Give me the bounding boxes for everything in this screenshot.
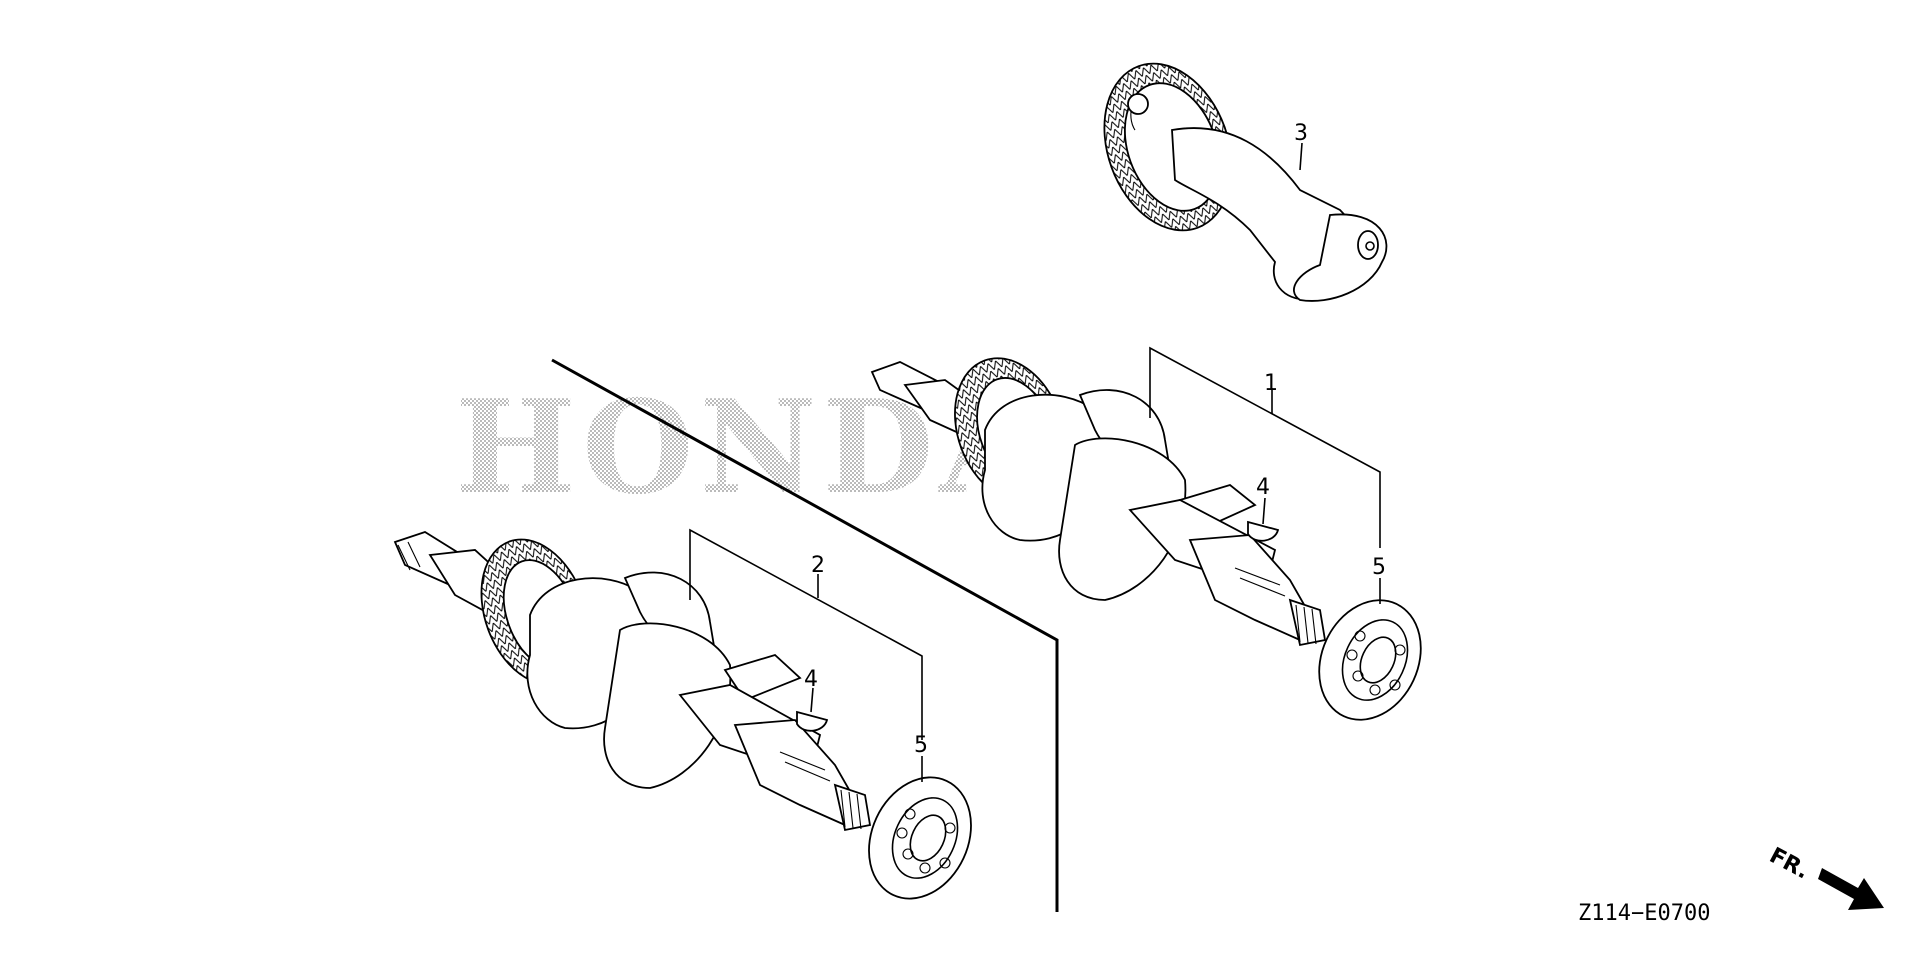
callout-4-upper-leader [1262,497,1266,525]
variant-divider [551,358,1059,912]
callout-3-leader [1299,142,1303,171]
ball-bearing-upper [1318,599,1422,721]
front-label: FR. [1765,843,1813,884]
callout-2-bracket [689,528,923,740]
callout-4-lower[interactable]: 4 [804,667,818,692]
callout-3[interactable]: 3 [1294,121,1308,146]
callout-4-lower-leader [810,687,814,713]
diagram-code: Z114−E0700 [1578,901,1710,926]
callout-4-upper[interactable]: 4 [1256,475,1270,500]
callout-5-lower[interactable]: 5 [914,733,928,758]
front-arrow-icon [1818,868,1884,910]
callout-2[interactable]: 2 [811,553,825,578]
balancer-shaft [1103,62,1388,302]
woodruff-key-upper [1247,520,1280,542]
callout-5-upper[interactable]: 5 [1372,555,1386,580]
ball-bearing-lower [868,776,972,900]
callout-1[interactable]: 1 [1264,371,1278,396]
callout-1-bracket [1149,346,1381,548]
crankshaft-lower [393,531,872,832]
crankshaft-upper [870,357,1327,647]
front-direction-indicator: FR. [1765,843,1884,910]
woodruff-key-lower [796,710,829,732]
